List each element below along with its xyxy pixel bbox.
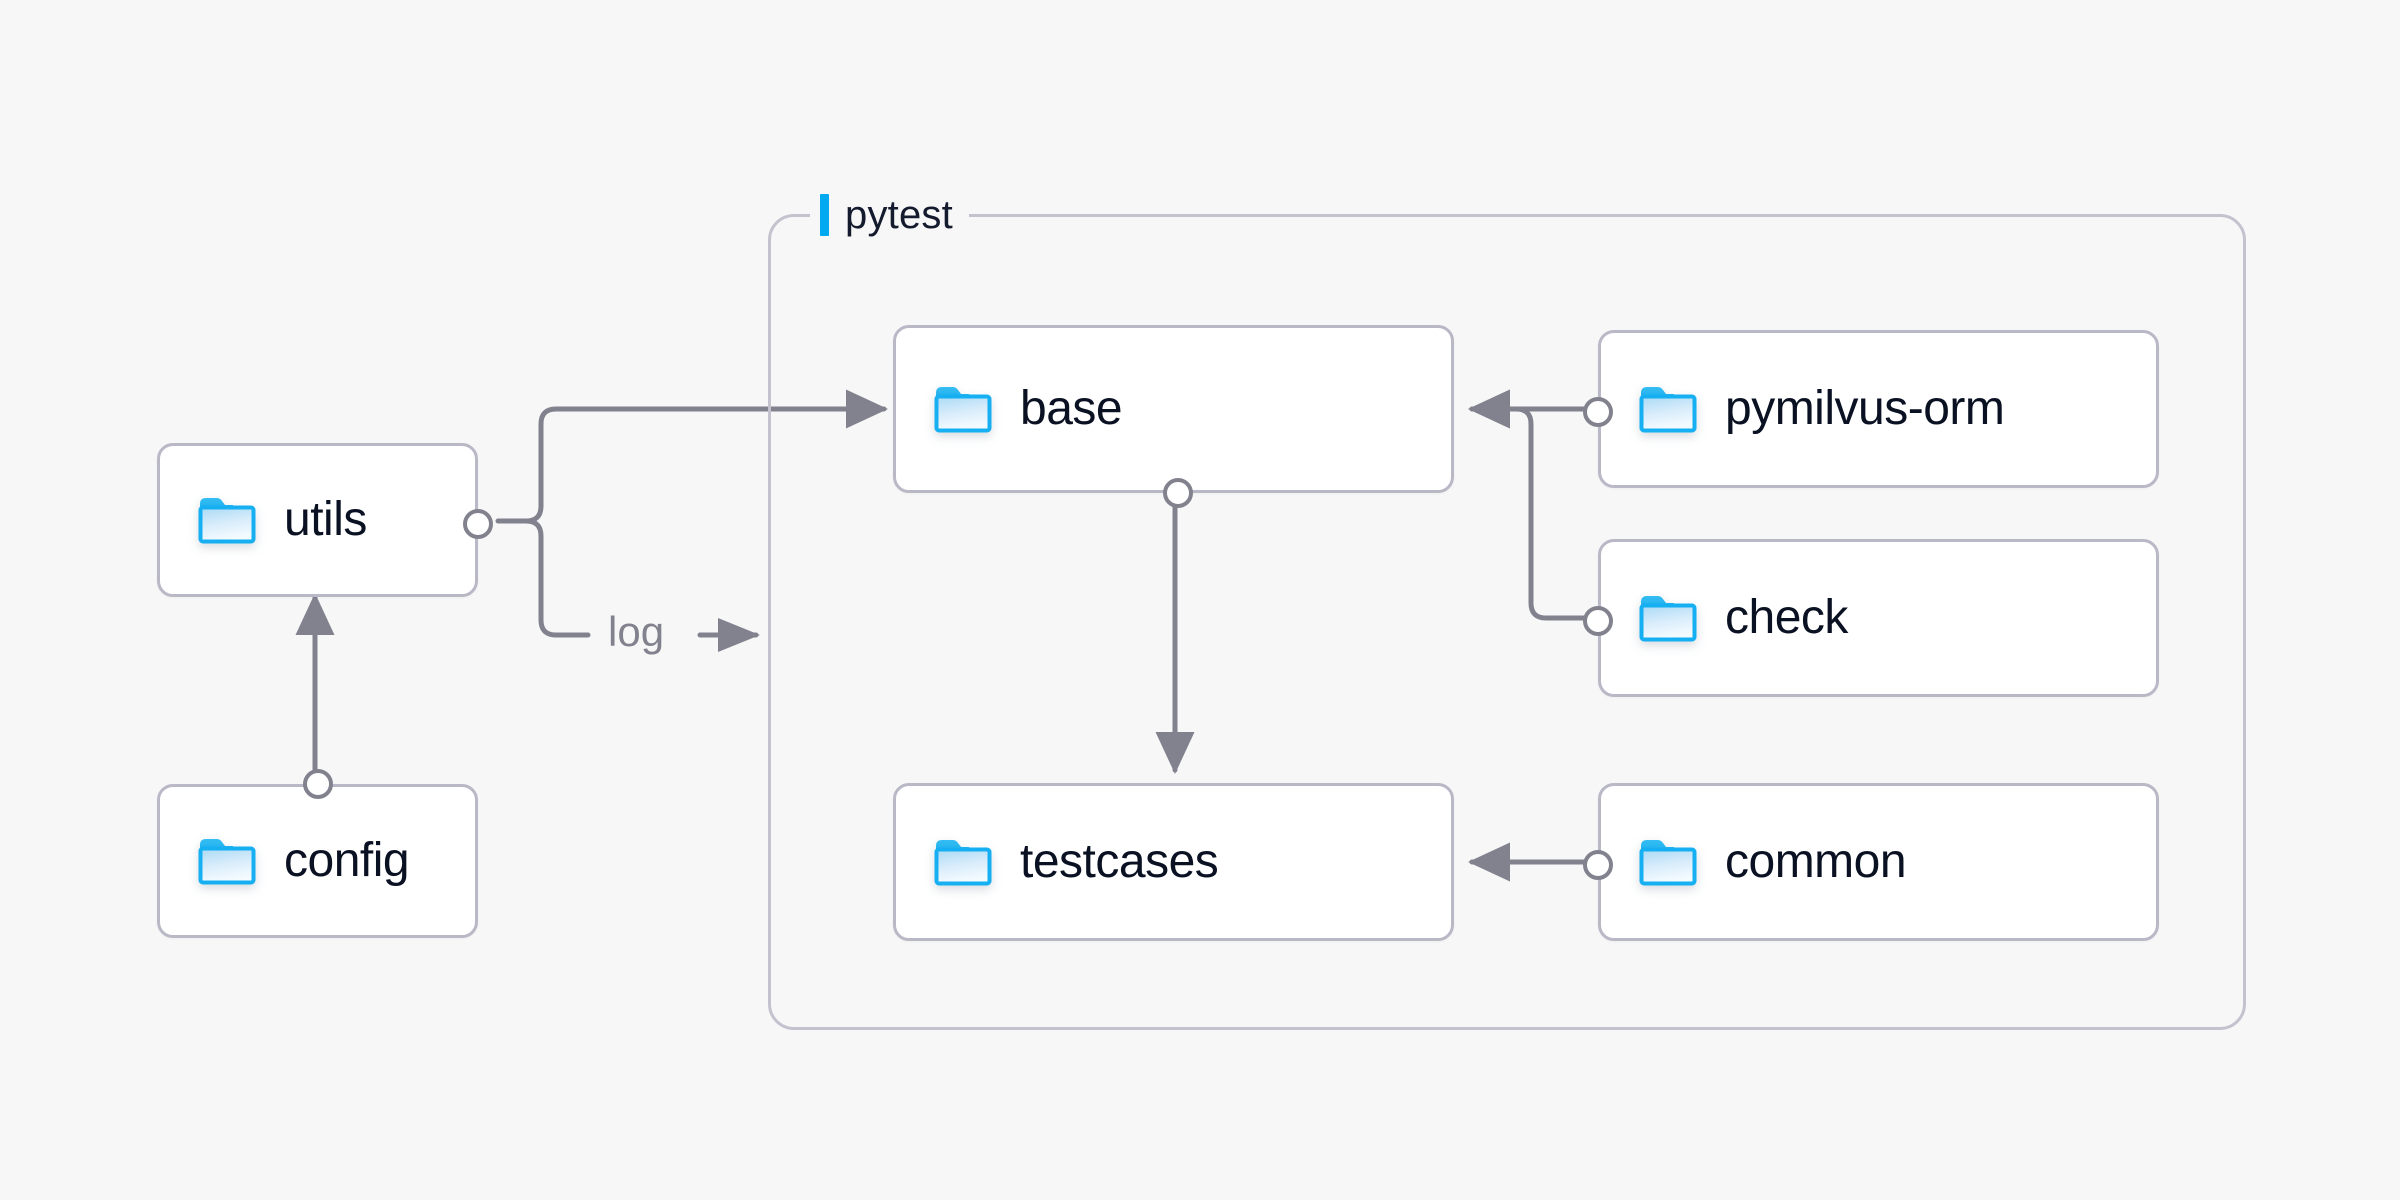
node-utils-port-right[interactable] [463,509,493,539]
node-utils-label: utils [284,493,367,546]
node-pymilvus-orm-port-left[interactable] [1583,397,1613,427]
node-config[interactable]: config [157,769,478,938]
node-common-port-left[interactable] [1583,850,1613,880]
node-common-label: common [1725,835,1907,888]
folder-icon [198,495,256,545]
node-base[interactable]: base [893,325,1454,508]
node-check-port-left[interactable] [1583,606,1613,636]
group-title-text: pytest [845,192,953,237]
node-utils[interactable]: utils [157,443,493,597]
node-config-label: config [284,834,410,887]
folder-icon [198,836,256,886]
node-testcases-label: testcases [1020,835,1219,888]
edge-utils-to-pytest-log [523,518,591,638]
node-pymilvus-orm[interactable]: pymilvus-orm [1583,330,2159,488]
node-common[interactable]: common [1583,783,2159,941]
node-pymilvus-orm-label: pymilvus-orm [1725,382,2005,435]
folder-icon [1639,837,1697,887]
folder-icon [1639,384,1697,434]
vertical-bar-accent-icon [820,194,829,236]
group-pytest-label: pytest [810,188,969,242]
edge-label-log: log [600,605,673,660]
folder-icon [934,384,992,434]
node-check[interactable]: check [1583,539,2159,697]
edge-label-log-text: log [608,608,665,655]
folder-icon [1639,593,1697,643]
node-base-label: base [1020,382,1123,435]
group-pytest-container [768,214,2246,1030]
node-check-label: check [1725,591,1848,644]
node-config-port-top[interactable] [303,769,333,799]
folder-icon [934,837,992,887]
node-testcases[interactable]: testcases [893,783,1454,941]
node-base-port-bottom[interactable] [1163,478,1193,508]
